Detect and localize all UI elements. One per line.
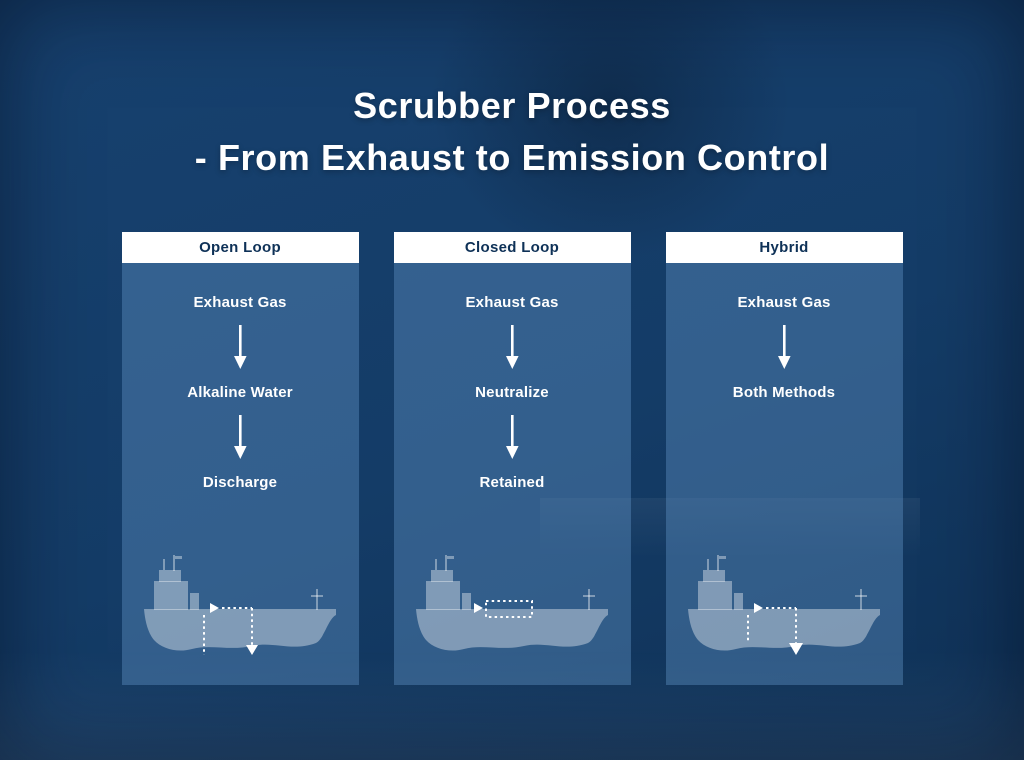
down-arrow-icon [776, 325, 792, 371]
process-columns: Open Loop Exhaust Gas Alkaline Water Dis… [0, 232, 1024, 685]
panel-open-loop: Exhaust Gas Alkaline Water Discharge [121, 263, 359, 685]
title-line-2: - From Exhaust to Emission Control [194, 137, 830, 179]
ship-silhouette-icon [144, 555, 336, 651]
panel-hybrid: Exhaust Gas Both Methods [665, 263, 903, 685]
ship-silhouette-icon [688, 555, 880, 651]
down-arrow-icon [232, 415, 248, 461]
step-label: Exhaust Gas [465, 294, 559, 311]
down-arrow-icon [232, 325, 248, 371]
ship-silhouette-icon [416, 555, 608, 651]
ship-icon [684, 555, 884, 673]
step-label: Both Methods [732, 384, 836, 401]
column-header-open-loop: Open Loop [121, 232, 359, 263]
page-title: Scrubber Process - From Exhaust to Emiss… [0, 80, 1024, 184]
step-label: Retained [479, 474, 545, 491]
ship-icon [140, 555, 340, 673]
step-label: Neutralize [475, 384, 549, 401]
title-line-1: Scrubber Process [353, 85, 671, 126]
recirculation-loop-flow-icon [474, 600, 533, 618]
ship-icon [412, 555, 612, 673]
column-header-hybrid: Hybrid [665, 232, 903, 263]
down-arrow-icon [504, 415, 520, 461]
step-label: Alkaline Water [187, 384, 293, 401]
panel-closed-loop: Exhaust Gas Neutralize Retained [393, 263, 631, 685]
step-label: Exhaust Gas [737, 294, 831, 311]
step-label: Exhaust Gas [193, 294, 287, 311]
hybrid-flow-icon [747, 603, 803, 655]
discharge-overboard-flow-icon [203, 603, 258, 655]
step-label: Discharge [202, 474, 278, 491]
column-open-loop: Open Loop Exhaust Gas Alkaline Water Dis… [121, 232, 359, 685]
column-closed-loop: Closed Loop Exhaust Gas Neutralize Retai… [393, 232, 631, 685]
column-hybrid: Hybrid Exhaust Gas Both Methods [665, 232, 903, 685]
down-arrow-icon [504, 325, 520, 371]
column-header-closed-loop: Closed Loop [393, 232, 631, 263]
